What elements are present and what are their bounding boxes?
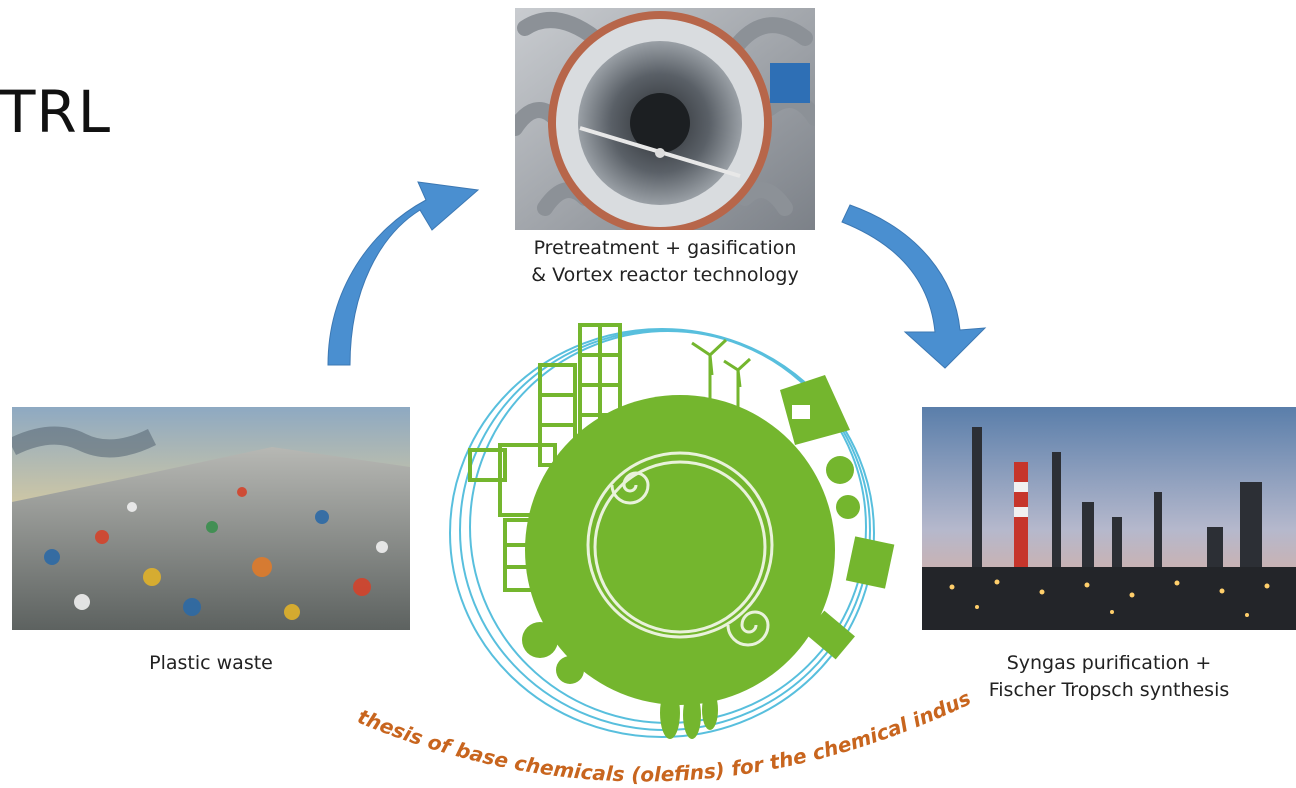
- house-silhouette: [780, 375, 850, 445]
- globe-swirl-pattern: [586, 451, 774, 647]
- vehicle-silhouettes: [805, 456, 895, 660]
- refinery-caption-line2: Fischer Tropsch synthesis: [988, 679, 1230, 701]
- vortex-reactor-photo: [515, 8, 815, 230]
- wind-turbines: [691, 338, 752, 410]
- slide-title-fragment: TRL: [0, 78, 112, 146]
- refinery-caption-line1: Syngas purification +: [1006, 652, 1212, 674]
- plastic-waste-photo: [12, 407, 410, 630]
- arrow-reactor-to-refinery: [841, 204, 987, 369]
- globe-disc: [525, 395, 835, 705]
- arc-caption-svg: Synthesis of base chemicals (olefins) fo…: [340, 600, 975, 786]
- reactor-caption-line1: Pretreatment + gasification: [533, 237, 797, 259]
- reactor-caption: Pretreatment + gasification & Vortex rea…: [515, 235, 815, 289]
- synthesis-arc-label: Synthesis of base chemicals (olefins) fo…: [340, 600, 975, 786]
- waste-caption: Plastic waste: [149, 652, 273, 674]
- refinery-photo: [922, 407, 1296, 630]
- arrow-waste-to-reactor: [327, 181, 480, 366]
- bottom-plants: [522, 622, 718, 739]
- reactor-caption-line2: & Vortex reactor technology: [531, 264, 799, 286]
- refinery-caption: Syngas purification + Fischer Tropsch sy…: [922, 650, 1296, 704]
- green-city-globe: [449, 323, 895, 739]
